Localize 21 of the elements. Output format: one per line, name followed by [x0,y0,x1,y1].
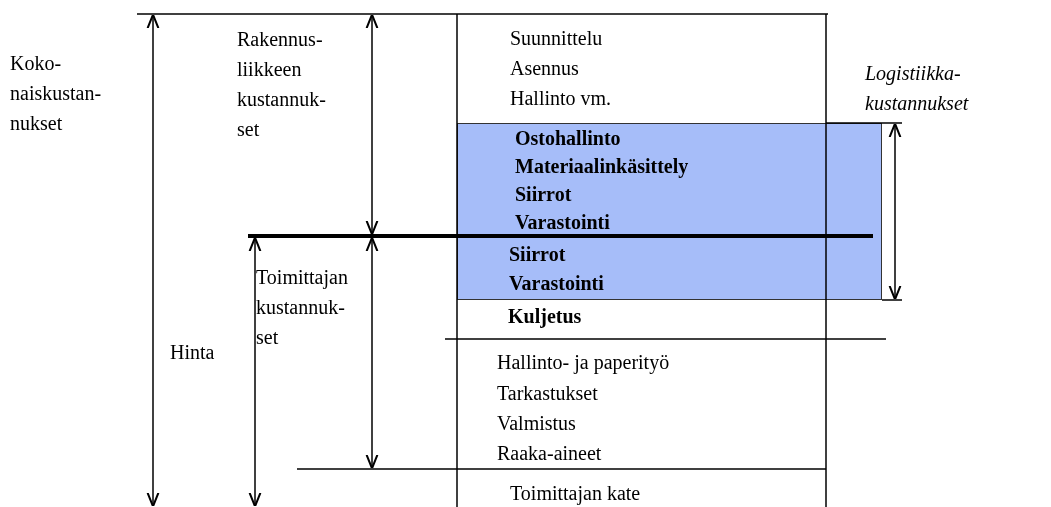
cost-item: Ostohallinto [515,126,621,150]
logistics-band [457,123,882,300]
cost-item: Materiaalinkäsittely [515,154,689,178]
cost-item: Hallinto- ja paperityö [497,350,670,374]
cost-item: Siirrot [509,242,566,266]
cost-item: Hallinto vm. [510,86,612,110]
cost-item: Raaka-aineet [497,441,602,465]
dimension-label: Rakennus- liikkeen kustannuk- set [237,27,326,142]
cost-item: Asennus [510,56,579,80]
cost-item: Suunnittelu [510,26,603,50]
cost-item: Varastointi [509,271,604,295]
cost-item: Kuljetus [508,304,582,328]
dimension-label: Koko- naiskustan- nukset [10,51,102,136]
cost-item: Varastointi [515,210,610,234]
cost-item: Valmistus [497,411,576,435]
dimension-label: Logistiikka- kustannukset [865,61,969,116]
dimension-label: Toimittajan kustannuk- set [256,265,348,350]
cost-item: Tarkastukset [497,381,598,405]
cost-item: Siirrot [515,182,572,206]
dimension-label: Hinta [170,340,215,364]
cost-item: Toimittajan kate [510,481,641,505]
